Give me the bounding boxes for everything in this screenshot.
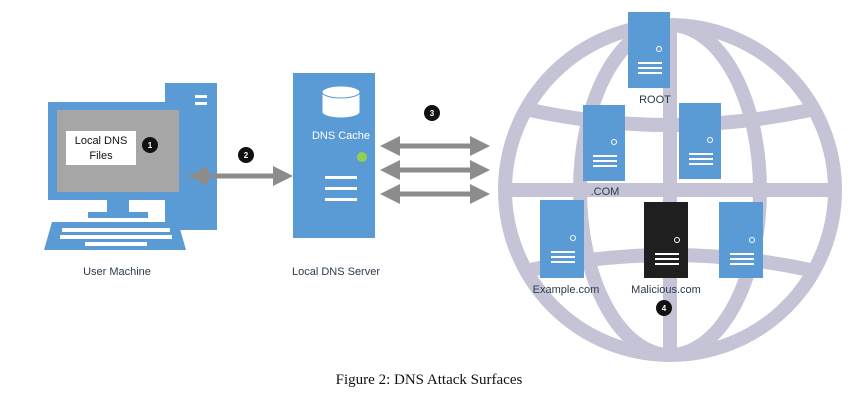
dns-cache-label: DNS Cache — [312, 130, 370, 142]
com-label: .COM — [591, 186, 620, 198]
sld-server-right — [719, 202, 763, 278]
example-server: Example.com — [533, 200, 600, 296]
com-server: .COM — [583, 105, 625, 198]
arrows-server-to-internet: 3 — [380, 105, 490, 204]
svg-text:2: 2 — [244, 151, 249, 160]
svg-text:4: 4 — [662, 304, 667, 313]
database-icon — [321, 85, 361, 119]
status-light-icon — [357, 152, 367, 162]
local-dns-server: DNS Cache Local DNS Server — [292, 73, 380, 278]
local-dns-server-label: Local DNS Server — [292, 266, 380, 278]
local-dns-files-line2: Files — [89, 150, 113, 162]
svg-text:1: 1 — [148, 141, 153, 150]
badge-2 — [238, 147, 254, 163]
malicious-label: Malicious.com — [631, 284, 701, 296]
user-machine: Local DNS Files 1 User Machine — [44, 83, 217, 278]
keyboard-icon — [44, 222, 186, 250]
user-machine-label: User Machine — [83, 266, 151, 278]
badge-1: 1 — [142, 137, 158, 153]
arrow-user-to-server: 2 — [188, 147, 293, 186]
local-dns-files-box — [66, 131, 136, 165]
tld-server-right — [679, 103, 721, 179]
example-label: Example.com — [533, 284, 600, 296]
local-dns-files-line1: Local DNS — [75, 135, 128, 147]
figure-caption: Figure 2: DNS Attack Surfaces — [335, 372, 523, 388]
root-label: ROOT — [639, 94, 671, 106]
badge-3 — [424, 105, 440, 121]
svg-text:3: 3 — [430, 109, 435, 118]
root-server: ROOT — [628, 12, 671, 106]
malicious-server: Malicious.com 4 — [631, 202, 701, 316]
badge-4 — [656, 300, 672, 316]
